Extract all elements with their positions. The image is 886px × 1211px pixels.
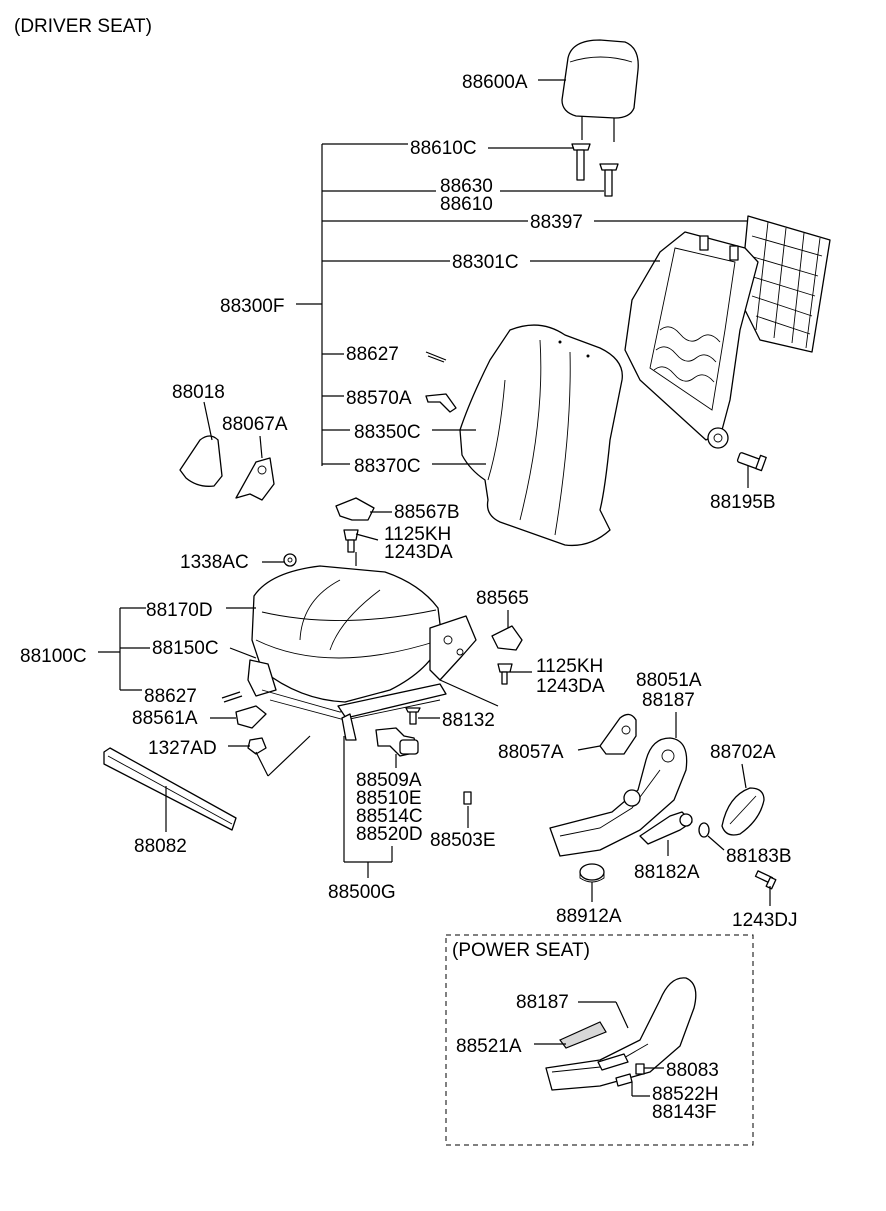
release-lever-part xyxy=(425,393,457,413)
label-88370c: 88370C xyxy=(354,456,421,477)
label-88627-lower: 88627 xyxy=(144,686,197,707)
hinge-cover-part xyxy=(179,435,275,501)
cover-88057a-part xyxy=(599,713,637,755)
trim-clip-lower-part xyxy=(221,691,243,703)
label-88170d: 88170D xyxy=(146,600,213,621)
label-1243da-upper: 1243DA xyxy=(384,542,453,563)
label-88150c: 88150C xyxy=(152,638,219,659)
power-seat-box xyxy=(445,934,754,1146)
label-88132: 88132 xyxy=(442,710,495,731)
label-88600a: 88600A xyxy=(462,72,528,93)
label-88143f: 88143F xyxy=(652,1102,716,1123)
label-88067a: 88067A xyxy=(222,414,288,435)
label-88610c: 88610C xyxy=(410,138,477,159)
seatback-cushion-part xyxy=(459,324,623,547)
label-88350c: 88350C xyxy=(354,422,421,443)
label-88521a: 88521A xyxy=(456,1036,522,1057)
headrest-guide-part xyxy=(571,143,619,197)
label-88702a: 88702A xyxy=(710,742,776,763)
label-88912a: 88912A xyxy=(556,906,622,927)
screw-1243dj-part xyxy=(754,870,777,890)
label-88561a: 88561A xyxy=(132,708,198,729)
leader-lines xyxy=(98,79,771,1097)
label-88500g: 88500G xyxy=(328,882,396,903)
trim-clip-part xyxy=(425,351,447,363)
seat-frame-part xyxy=(247,615,477,741)
heading-driver-seat: (DRIVER SEAT) xyxy=(14,16,152,37)
height-adjuster-part xyxy=(375,727,419,757)
label-88610: 88610 xyxy=(440,194,493,215)
label-88509a: 88509A xyxy=(356,770,422,791)
clip-88503e-part xyxy=(463,791,472,805)
label-1327ad: 1327AD xyxy=(148,738,217,759)
label-88187-power: 88187 xyxy=(516,992,569,1013)
label-88510e: 88510E xyxy=(356,788,422,809)
label-88183b: 88183B xyxy=(726,846,792,867)
label-88565: 88565 xyxy=(476,588,529,609)
cap-88912a-part xyxy=(579,863,605,883)
label-88397: 88397 xyxy=(530,212,583,233)
label-88570a: 88570A xyxy=(346,388,412,409)
label-88520d: 88520D xyxy=(356,824,423,845)
heading-power-seat: (POWER SEAT) xyxy=(452,940,590,961)
bolt-88195b-part xyxy=(736,452,767,472)
label-88100c: 88100C xyxy=(20,646,87,667)
cover-88561a-part xyxy=(235,705,267,729)
bracket-88567b-part xyxy=(335,497,375,553)
label-88051a: 88051A xyxy=(636,670,702,691)
label-88018: 88018 xyxy=(172,382,225,403)
side-trim-88082-part xyxy=(103,747,237,831)
label-88187-upper: 88187 xyxy=(642,690,695,711)
label-88182a: 88182A xyxy=(634,862,700,883)
part-labels: (DRIVER SEAT) (POWER SEAT) 88600A 88610C… xyxy=(14,16,798,1123)
label-88627-upper: 88627 xyxy=(346,344,399,365)
headrest-part xyxy=(561,39,639,142)
recline-lever-part xyxy=(639,811,710,845)
seatback-frame-part xyxy=(624,231,759,449)
label-88567b: 88567B xyxy=(394,502,460,523)
label-1243da-lower: 1243DA xyxy=(536,676,605,697)
label-1338ac: 1338AC xyxy=(180,552,249,573)
bolt-lower-part xyxy=(405,663,513,725)
label-88300f: 88300F xyxy=(220,296,284,317)
label-88301c: 88301C xyxy=(452,252,519,273)
label-88195b: 88195B xyxy=(710,492,776,513)
label-88522h: 88522H xyxy=(652,1084,719,1105)
label-88057a: 88057A xyxy=(498,742,564,763)
label-88630: 88630 xyxy=(440,176,493,197)
label-88514c: 88514C xyxy=(356,806,423,827)
nut-1338ac-part xyxy=(283,553,297,567)
nut-1327ad-part xyxy=(247,737,267,755)
power-seat-shield-part xyxy=(545,977,697,1091)
label-88503e: 88503E xyxy=(430,830,496,851)
side-shield-part xyxy=(549,737,688,857)
label-88083: 88083 xyxy=(666,1060,719,1081)
cover-88565-part xyxy=(491,625,523,651)
label-1125kh-upper: 1125KH xyxy=(384,524,451,545)
label-1125kh-lower: 1125KH xyxy=(536,656,603,677)
label-1243dj: 1243DJ xyxy=(732,910,798,931)
seat-cushion-part xyxy=(251,565,443,703)
label-88082: 88082 xyxy=(134,836,187,857)
recline-knob-part xyxy=(721,787,765,836)
seatback-board-part xyxy=(739,215,831,353)
